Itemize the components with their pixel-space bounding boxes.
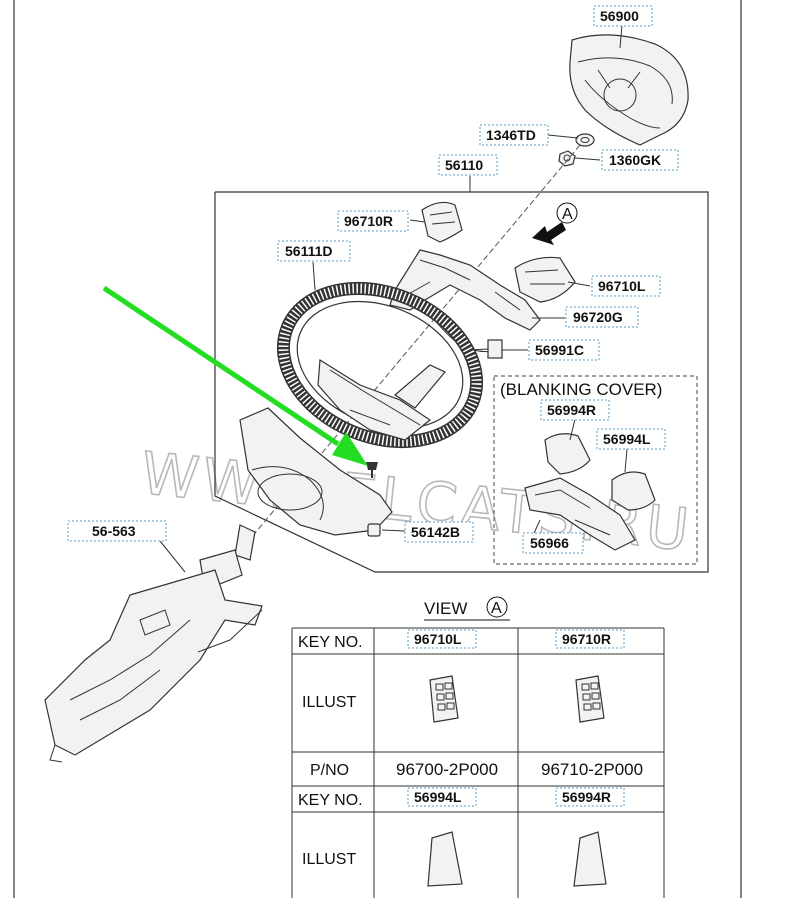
svg-text:1360GK: 1360GK bbox=[609, 152, 661, 168]
label-1346TD: 1346TD bbox=[479, 124, 549, 146]
table-key-56994R: 56994R bbox=[555, 787, 625, 807]
svg-text:56994L: 56994L bbox=[603, 431, 651, 447]
label-56900: 56900 bbox=[593, 5, 653, 27]
table-illust-2: ILLUST bbox=[302, 851, 356, 868]
svg-text:A: A bbox=[491, 600, 502, 617]
table-key-no-2: KEY NO. bbox=[298, 792, 363, 809]
label-56142B: 56142B bbox=[404, 521, 474, 543]
view-a-title: VIEW A bbox=[424, 596, 510, 621]
label-96710R: 96710R bbox=[337, 210, 409, 232]
bolt bbox=[366, 462, 378, 478]
plug-56142B bbox=[367, 523, 381, 537]
svg-text:56994L: 56994L bbox=[414, 789, 462, 805]
label-96720G: 96720G bbox=[565, 306, 639, 328]
table-key-96710L: 96710L bbox=[407, 629, 477, 649]
label-96710L: 96710L bbox=[591, 275, 661, 297]
lower-cover bbox=[239, 407, 393, 536]
table-pno: P/NO bbox=[310, 762, 349, 779]
svg-text:56111D: 56111D bbox=[285, 243, 333, 259]
label-56991C: 56991C bbox=[528, 339, 600, 361]
table-key-no-1: KEY NO. bbox=[298, 634, 363, 651]
svg-text:56994R: 56994R bbox=[547, 402, 596, 418]
svg-text:56991C: 56991C bbox=[535, 342, 584, 358]
bracket-56966 bbox=[524, 477, 636, 551]
svg-text:56-563: 56-563 bbox=[92, 523, 136, 539]
label-56111D: 56111D bbox=[277, 240, 351, 262]
svg-text:56142B: 56142B bbox=[411, 524, 460, 540]
label-56966: 56966 bbox=[522, 532, 584, 554]
illust-96710R bbox=[575, 675, 605, 723]
nut-1346TD bbox=[575, 133, 595, 147]
svg-text:96710R: 96710R bbox=[344, 213, 393, 229]
leader-lines bbox=[159, 24, 628, 573]
svg-text:56966: 56966 bbox=[530, 535, 569, 551]
label-56994L: 56994L bbox=[596, 428, 666, 450]
svg-text:96710L: 96710L bbox=[598, 278, 646, 294]
svg-text:56110: 56110 bbox=[445, 157, 483, 173]
blanking-cover-title: (BLANKING COVER) bbox=[500, 380, 662, 399]
steering-column bbox=[44, 524, 263, 763]
svg-text:A: A bbox=[562, 206, 573, 223]
blanking-cover-box bbox=[493, 375, 698, 565]
svg-text:96710R: 96710R bbox=[562, 631, 611, 647]
svg-text:VIEW: VIEW bbox=[424, 599, 467, 618]
airbag-module bbox=[569, 34, 689, 146]
label-56-563: 56-563 bbox=[67, 520, 167, 542]
table-pno-96710: 96710-2P000 bbox=[541, 760, 643, 779]
switch-96710L bbox=[514, 256, 576, 303]
blank-cover-56994L bbox=[611, 471, 656, 511]
table-illust-1: ILLUST bbox=[302, 694, 356, 711]
steering-wheel bbox=[276, 281, 484, 449]
label-56110: 56110 bbox=[438, 154, 498, 176]
switch-96710R bbox=[421, 201, 463, 243]
view-a-indicator: A bbox=[532, 202, 578, 245]
table-pno-96700: 96700-2P000 bbox=[396, 760, 498, 779]
illust-96710L bbox=[429, 675, 459, 723]
illust-56994R bbox=[573, 831, 607, 887]
harness-56991C bbox=[469, 339, 503, 359]
label-56994R: 56994R bbox=[540, 399, 610, 421]
svg-text:56900: 56900 bbox=[600, 8, 639, 24]
nut-1360GK bbox=[558, 150, 576, 167]
svg-text:1346TD: 1346TD bbox=[486, 127, 536, 143]
illust-56994L bbox=[427, 831, 463, 887]
blank-cover-56994R bbox=[544, 433, 591, 475]
table-key-56994L: 56994L bbox=[407, 787, 477, 807]
svg-text:96720G: 96720G bbox=[573, 309, 623, 325]
label-1360GK: 1360GK bbox=[601, 149, 679, 171]
assembly-frame bbox=[214, 191, 709, 573]
svg-text:56994R: 56994R bbox=[562, 789, 611, 805]
green-arrow bbox=[102, 285, 368, 466]
table-key-96710R: 96710R bbox=[555, 629, 625, 649]
parts-table bbox=[291, 627, 665, 898]
svg-text:96710L: 96710L bbox=[414, 631, 462, 647]
